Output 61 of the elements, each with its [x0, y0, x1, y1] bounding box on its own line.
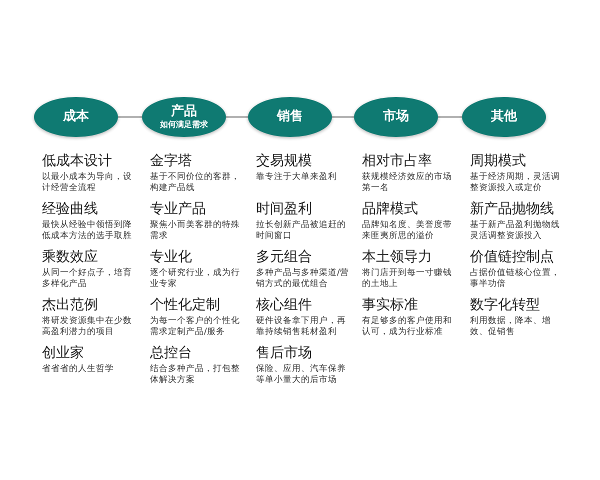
category-ellipse — [248, 97, 332, 137]
item-description: 基于经济周期，灵活调整资源投入或定价 — [470, 172, 561, 194]
item-heading: 价值链控制点 — [470, 248, 554, 266]
item-description: 基于不同价位的客群，构建产品线 — [150, 172, 241, 194]
item-heading: 交易规模 — [256, 152, 312, 170]
item-description: 靠专注于大单来盈利 — [256, 172, 338, 183]
category-ellipse — [354, 97, 438, 137]
item-heading: 专业产品 — [150, 200, 206, 218]
item-description: 有足够多的客户使用和认可，成为行业标准 — [362, 316, 453, 338]
item-heading: 多元组合 — [256, 248, 312, 266]
connector-line — [438, 116, 462, 118]
item-description: 聚焦小而美客群的特殊需求 — [150, 220, 241, 242]
item-description: 最快从经验中领悟到降低成本方法的选手取胜 — [42, 220, 133, 242]
category-ellipse — [462, 97, 546, 137]
connector-line — [118, 116, 142, 118]
item-description: 硬件设备拿下用户，再靠持续销售耗材盈利 — [256, 316, 347, 338]
item-heading: 核心组件 — [256, 296, 312, 314]
connector-line — [332, 116, 354, 118]
category-ellipse — [142, 97, 226, 137]
item-heading: 相对市占率 — [362, 152, 432, 170]
category-title: 成本 — [63, 110, 89, 124]
item-description: 从同一个好点子，培育多样化产品 — [42, 268, 133, 290]
item-heading: 售后市场 — [256, 344, 312, 362]
category-title: 其他 — [491, 110, 517, 124]
item-heading: 经验曲线 — [42, 200, 98, 218]
category-ellipse — [34, 97, 118, 137]
item-description: 逐个研究行业，成为行业专家 — [150, 268, 241, 290]
item-description: 获规模经济效应的市场第一名 — [362, 172, 453, 194]
item-heading: 金字塔 — [150, 152, 192, 170]
connector-line — [226, 116, 248, 118]
item-heading: 专业化 — [150, 248, 192, 266]
item-heading: 创业家 — [42, 344, 84, 362]
item-description: 利用数据，降本、增效、促销售 — [470, 316, 552, 338]
item-heading: 杰出范例 — [42, 296, 98, 314]
item-heading: 事实标准 — [362, 296, 418, 314]
item-description: 多种产品与多种渠道/营销方式的最优组合 — [256, 268, 350, 290]
item-description: 结合多种产品，打包整体解决方案 — [150, 364, 241, 386]
item-heading: 数字化转型 — [470, 296, 540, 314]
category-title: 市场 — [383, 110, 409, 124]
item-heading: 新产品抛物线 — [470, 200, 554, 218]
item-description: 为每一个客户的个性化需求定制产品/服务 — [150, 316, 241, 338]
item-description: 省省省的人生哲学 — [42, 364, 115, 375]
item-description: 占据价值链核心位置，事半功倍 — [470, 268, 561, 290]
item-description: 以最小成本为导向，设计经营全流程 — [42, 172, 133, 194]
item-description: 将门店开到每一寸赚钱的土地上 — [362, 268, 453, 290]
item-description: 将研发资源集中在少数高盈利潜力的项目 — [42, 316, 133, 338]
item-heading: 低成本设计 — [42, 152, 112, 170]
category-title: 销售 — [277, 110, 303, 124]
item-heading: 个性化定制 — [150, 296, 220, 314]
item-description: 保险、应用、汽车保养等单小量大的后市场 — [256, 364, 347, 386]
item-description: 品牌知名度、美誉度带来匪夷所思的溢价 — [362, 220, 453, 242]
item-heading: 本土领导力 — [362, 248, 432, 266]
item-description: 基于新产品盈利抛物线灵活调整资源投入 — [470, 220, 561, 242]
item-heading: 时间盈利 — [256, 200, 312, 218]
category-subtitle: 如何满足需求 — [160, 119, 208, 129]
item-heading: 乘数效应 — [42, 248, 98, 266]
item-heading: 总控台 — [150, 344, 192, 362]
category-title: 产品 — [171, 105, 197, 119]
item-description: 拉长创新产品被追赶的时间窗口 — [256, 220, 347, 242]
item-heading: 品牌模式 — [362, 200, 418, 218]
item-heading: 周期模式 — [470, 152, 526, 170]
